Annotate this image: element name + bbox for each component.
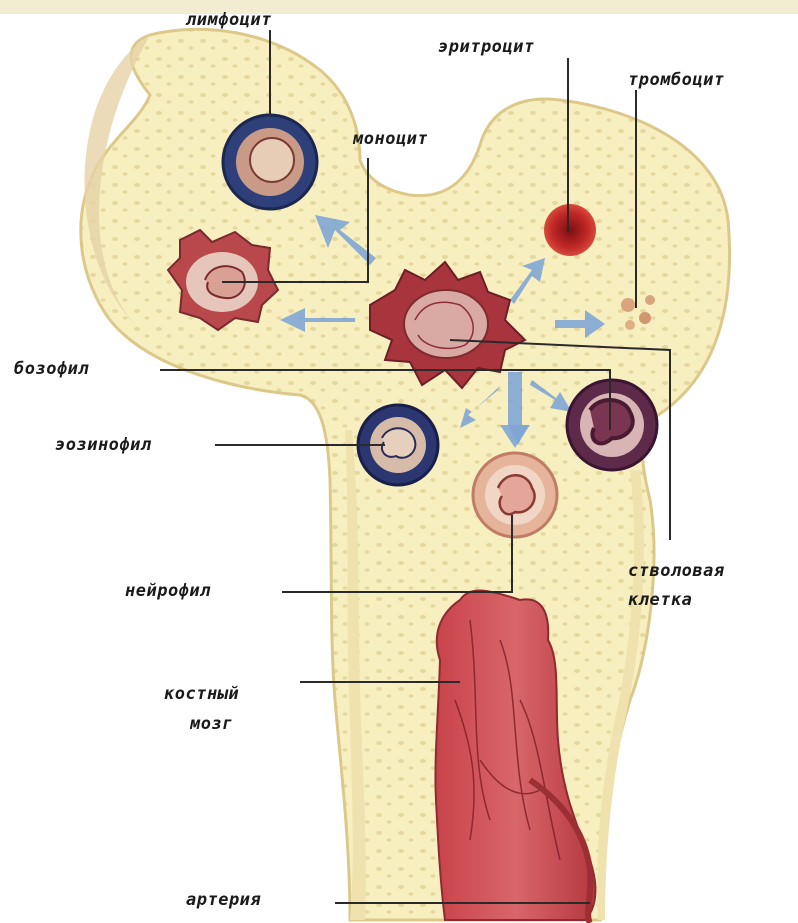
label-neutrophil: нейрофил — [125, 580, 211, 602]
label-eosinophil: эозинофил — [55, 434, 152, 456]
basophil-cell — [567, 380, 657, 470]
neutrophil-cell — [473, 453, 557, 537]
label-stem-cell-line1: стволовая — [628, 560, 725, 582]
label-lymphocyte: лимфоцит — [186, 9, 272, 31]
label-monocyte: моноцит — [353, 128, 428, 150]
label-marrow-line2: мозг — [190, 713, 233, 735]
label-thrombocyte: тромбоцит — [628, 69, 725, 91]
lymphocyte-cell — [223, 115, 317, 209]
label-basophil: бозофил — [14, 358, 89, 380]
label-marrow-line1: костный — [164, 683, 239, 705]
label-artery: артерия — [186, 889, 261, 911]
erythrocyte-cell — [544, 204, 596, 256]
header-band — [0, 0, 798, 14]
label-erythrocyte: эритроцит — [438, 36, 535, 58]
label-stem-cell-line2: клетка — [628, 589, 692, 611]
